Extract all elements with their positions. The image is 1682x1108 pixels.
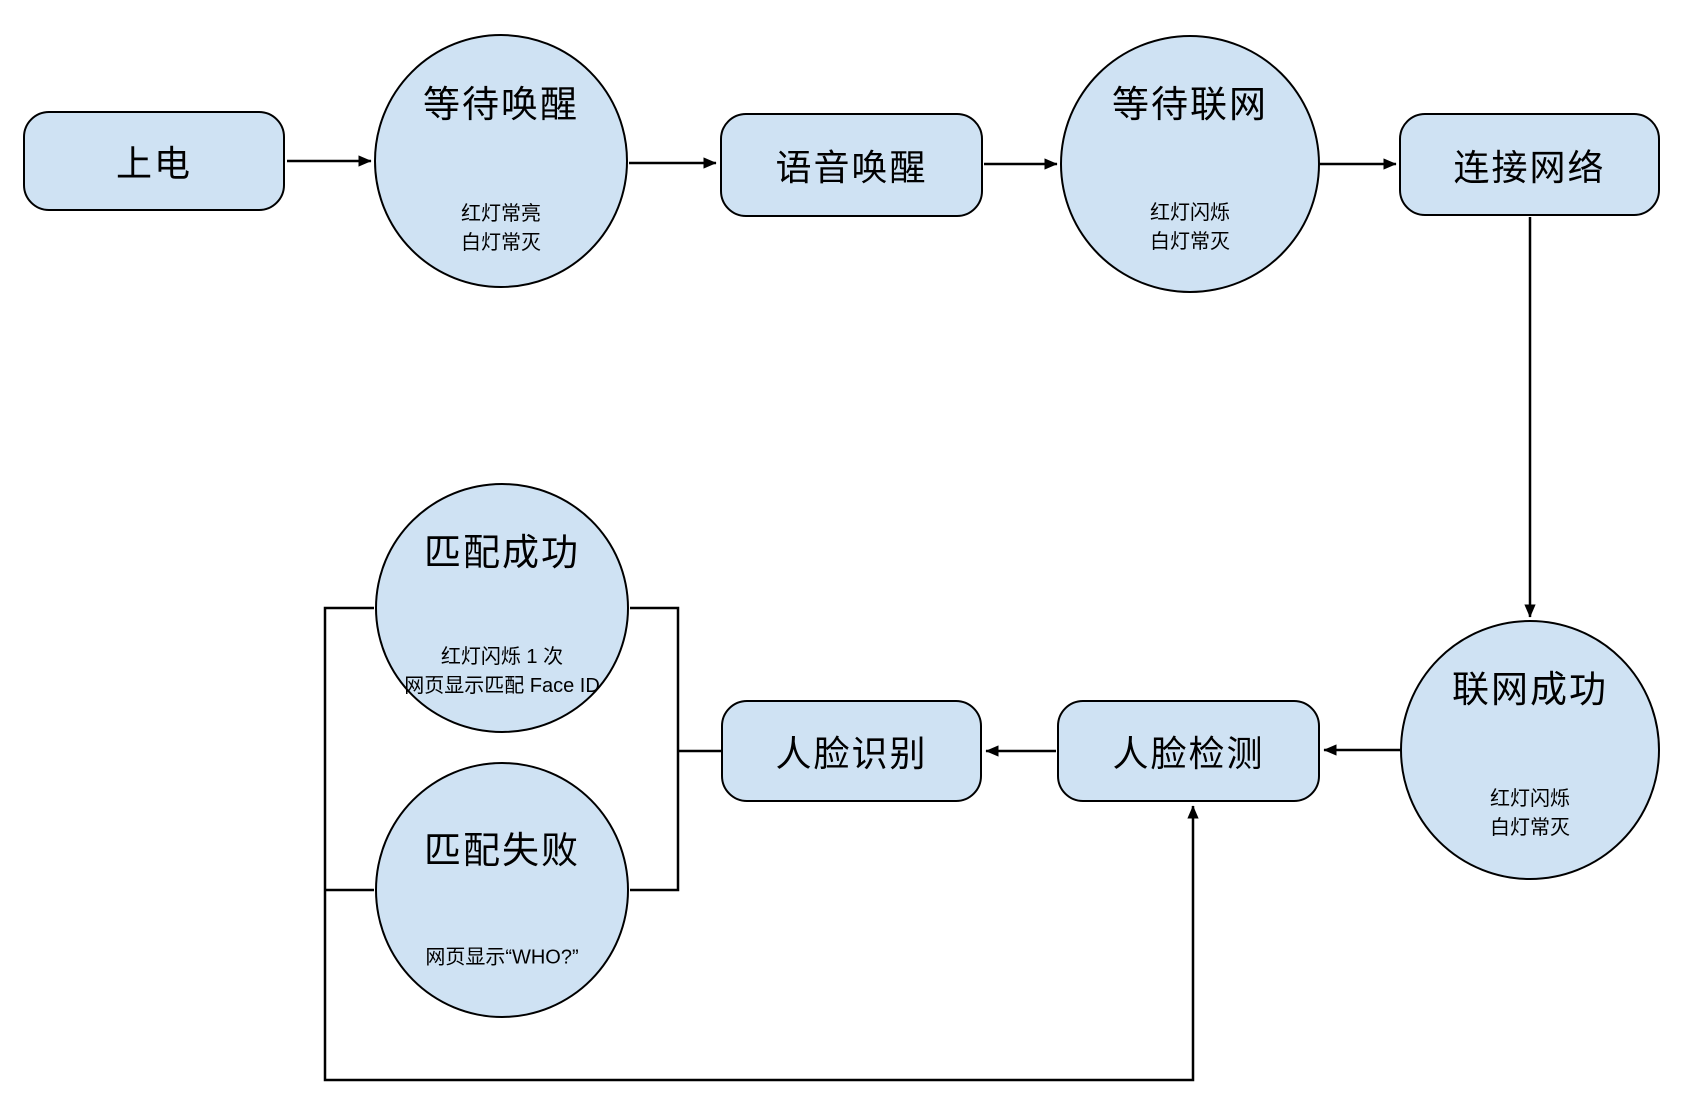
status-line: 白灯常灭	[1490, 817, 1570, 839]
node-power-on: 上电	[23, 111, 285, 211]
edge-match-loop-back-to-face-detect	[323, 606, 1199, 1082]
node-match-success: 匹配成功 红灯闪烁 1 次 网页显示匹配 Face ID	[375, 483, 629, 733]
node-match-fail: 匹配失败 网页显示“WHO?”	[375, 762, 629, 1018]
node-match-success-status: 红灯闪烁 1 次 网页显示匹配 Face ID	[377, 643, 627, 701]
node-network-success-label: 联网成功	[1452, 669, 1608, 710]
status-line: 网页显示匹配 Face ID	[404, 674, 600, 697]
node-wait-wake-status: 红灯常亮 白灯常灭	[376, 200, 626, 258]
node-connect-network: 连接网络	[1399, 113, 1660, 216]
node-voice-wake-label: 语音唤醒	[775, 147, 928, 188]
status-line: 白灯常灭	[1150, 230, 1230, 253]
status-line: 红灯常亮	[461, 202, 541, 225]
node-power-on-label: 上电	[115, 143, 192, 184]
node-network-success: 联网成功 红灯闪烁 白灯常灭	[1400, 620, 1660, 880]
node-match-success-label: 匹配成功	[424, 531, 580, 573]
node-face-detect: 人脸检测	[1057, 700, 1320, 802]
node-connect-network-label: 连接网络	[1453, 146, 1606, 188]
status-line: 白灯常灭	[461, 231, 541, 254]
status-line: 红灯闪烁 1 次	[440, 645, 564, 668]
status-line: 网页显示“WHO?”	[425, 946, 579, 969]
node-voice-wake: 语音唤醒	[720, 113, 983, 217]
node-wait-network: 等待联网 红灯闪烁 白灯常灭	[1060, 35, 1320, 293]
node-wait-wake-label: 等待唤醒	[423, 84, 579, 125]
status-line: 红灯闪烁	[1150, 201, 1230, 224]
node-wait-wake: 等待唤醒 红灯常亮 白灯常灭	[374, 34, 628, 288]
node-match-fail-label: 匹配失败	[424, 830, 580, 872]
node-face-recognize-label: 人脸识别	[775, 733, 928, 774]
node-wait-network-label: 等待联网	[1112, 83, 1268, 125]
node-face-detect-label: 人脸检测	[1112, 733, 1265, 774]
edge-face-recognize-to-match-results	[630, 606, 722, 892]
status-line: 红灯闪烁	[1490, 788, 1570, 810]
node-match-fail-status: 网页显示“WHO?”	[377, 944, 627, 973]
node-wait-network-status: 红灯闪烁 白灯常灭	[1062, 199, 1318, 257]
node-face-recognize: 人脸识别	[721, 700, 982, 802]
node-network-success-status: 红灯闪烁 白灯常灭	[1402, 785, 1658, 843]
